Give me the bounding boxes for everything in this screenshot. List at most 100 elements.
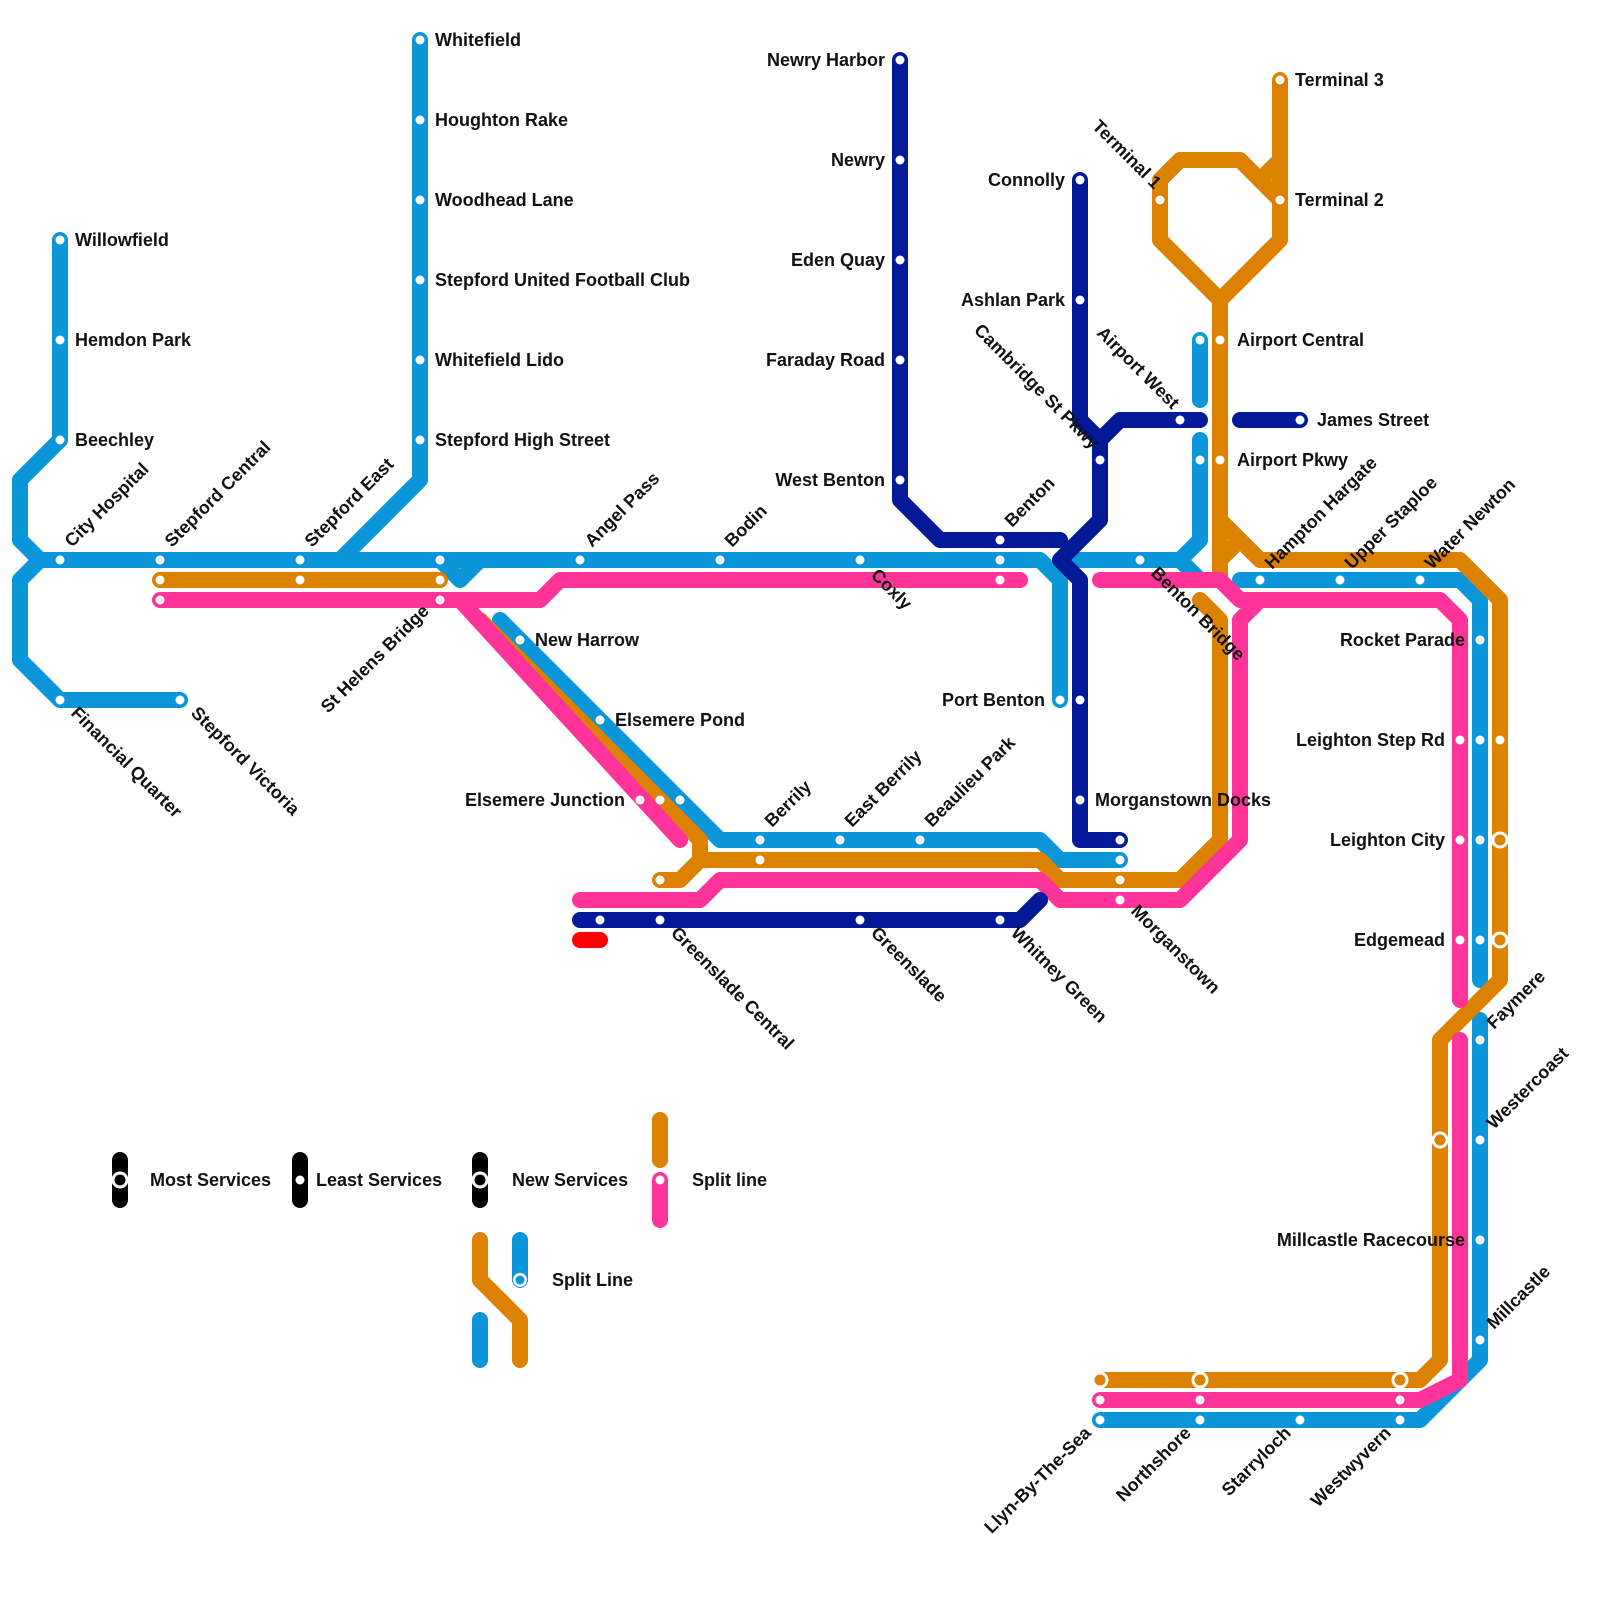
station-dot[interactable] [1495,735,1505,745]
station-dot[interactable] [915,835,925,845]
station-dot[interactable] [55,695,65,705]
station-dot[interactable] [855,915,865,925]
station-dot[interactable] [1135,555,1145,565]
station-interchange[interactable] [1191,1371,1209,1389]
station-dot[interactable] [55,235,65,245]
station-dot[interactable] [415,355,425,365]
station-dot[interactable] [1195,1395,1205,1405]
station-dot[interactable] [1075,695,1085,705]
station-dot[interactable] [995,575,1005,585]
station-dot[interactable] [1475,735,1485,745]
station-dot[interactable] [1195,335,1205,345]
station-dot[interactable] [1055,695,1065,705]
station-dot[interactable] [1295,1415,1305,1425]
station-dot[interactable] [1475,1035,1485,1045]
station-dot[interactable] [1475,635,1485,645]
station-dot[interactable] [595,915,605,925]
station-dot[interactable] [1115,855,1125,865]
station-dot[interactable] [1275,75,1285,85]
legend-split-line-blue-label: Split Line [552,1270,633,1290]
station-dot[interactable] [1475,935,1485,945]
station-interchange[interactable] [1091,1371,1109,1389]
station-dot[interactable] [1475,1335,1485,1345]
station-dot[interactable] [1175,415,1185,425]
navy-greenslade [572,892,1048,928]
station-dot[interactable] [895,475,905,485]
station-dot[interactable] [1475,835,1485,845]
station-dot[interactable] [1275,195,1285,205]
station-dot[interactable] [1215,455,1225,465]
station-dot[interactable] [55,335,65,345]
station-dot[interactable] [1455,835,1465,845]
station-interchange[interactable] [1491,931,1509,949]
station-dot[interactable] [415,115,425,125]
station-dot[interactable] [1475,1235,1485,1245]
station-dot[interactable] [435,555,445,565]
station-dot[interactable] [55,555,65,565]
station-dot[interactable] [1075,795,1085,805]
station-dot[interactable] [415,35,425,45]
station-dot[interactable] [1095,1415,1105,1425]
station-dot[interactable] [155,575,165,585]
station-dot[interactable] [1455,935,1465,945]
station-dot[interactable] [1195,1415,1205,1425]
station-dot[interactable] [55,435,65,445]
station-label-airport-pkwy: Airport Pkwy [1237,450,1348,470]
station-dot[interactable] [1075,175,1085,185]
station-dot[interactable] [1115,875,1125,885]
station-dot[interactable] [1115,895,1125,905]
station-dot[interactable] [715,555,725,565]
station-dot[interactable] [835,835,845,845]
station-interchange[interactable] [1491,831,1509,849]
blue-south-loop [1092,1012,1488,1428]
station-dot[interactable] [595,715,605,725]
station-dot[interactable] [575,555,585,565]
station-dot[interactable] [175,695,185,705]
station-label-morganstown: Morganstown [1127,901,1224,998]
station-dot[interactable] [655,875,665,885]
station-label-eden-quay: Eden Quay [791,250,885,270]
station-dot[interactable] [1095,455,1105,465]
station-dot[interactable] [655,795,665,805]
station-dot[interactable] [1295,415,1305,425]
station-dot[interactable] [995,555,1005,565]
station-dot[interactable] [435,595,445,605]
station-dot[interactable] [1335,575,1345,585]
station-dot[interactable] [895,155,905,165]
station-dot[interactable] [655,915,665,925]
station-dot[interactable] [895,55,905,65]
station-dot[interactable] [1475,1135,1485,1145]
station-dot[interactable] [1395,1395,1405,1405]
station-label-financial-quarter: Financial Quarter [67,703,186,822]
station-dot[interactable] [1215,335,1225,345]
station-dot[interactable] [415,195,425,205]
station-dot[interactable] [155,595,165,605]
station-dot[interactable] [435,575,445,585]
station-dot[interactable] [1115,835,1125,845]
station-dot[interactable] [895,255,905,265]
station-dot[interactable] [1415,575,1425,585]
station-interchange[interactable] [1431,1131,1449,1149]
station-dot[interactable] [675,795,685,805]
station-dot[interactable] [415,275,425,285]
station-dot[interactable] [895,355,905,365]
station-dot[interactable] [1075,295,1085,305]
station-dot[interactable] [1395,1415,1405,1425]
station-dot[interactable] [155,555,165,565]
station-dot[interactable] [515,635,525,645]
station-dot[interactable] [415,435,425,445]
station-dot[interactable] [1095,1395,1105,1405]
station-dot[interactable] [995,915,1005,925]
station-dot[interactable] [755,855,765,865]
station-interchange[interactable] [1391,1371,1409,1389]
station-dot[interactable] [1195,455,1205,465]
station-dot[interactable] [295,555,305,565]
station-dot[interactable] [755,835,765,845]
station-dot[interactable] [1255,575,1265,585]
station-dot[interactable] [1155,195,1165,205]
station-dot[interactable] [855,555,865,565]
station-dot[interactable] [1455,735,1465,745]
station-dot[interactable] [995,535,1005,545]
station-dot[interactable] [635,795,645,805]
station-dot[interactable] [295,575,305,585]
